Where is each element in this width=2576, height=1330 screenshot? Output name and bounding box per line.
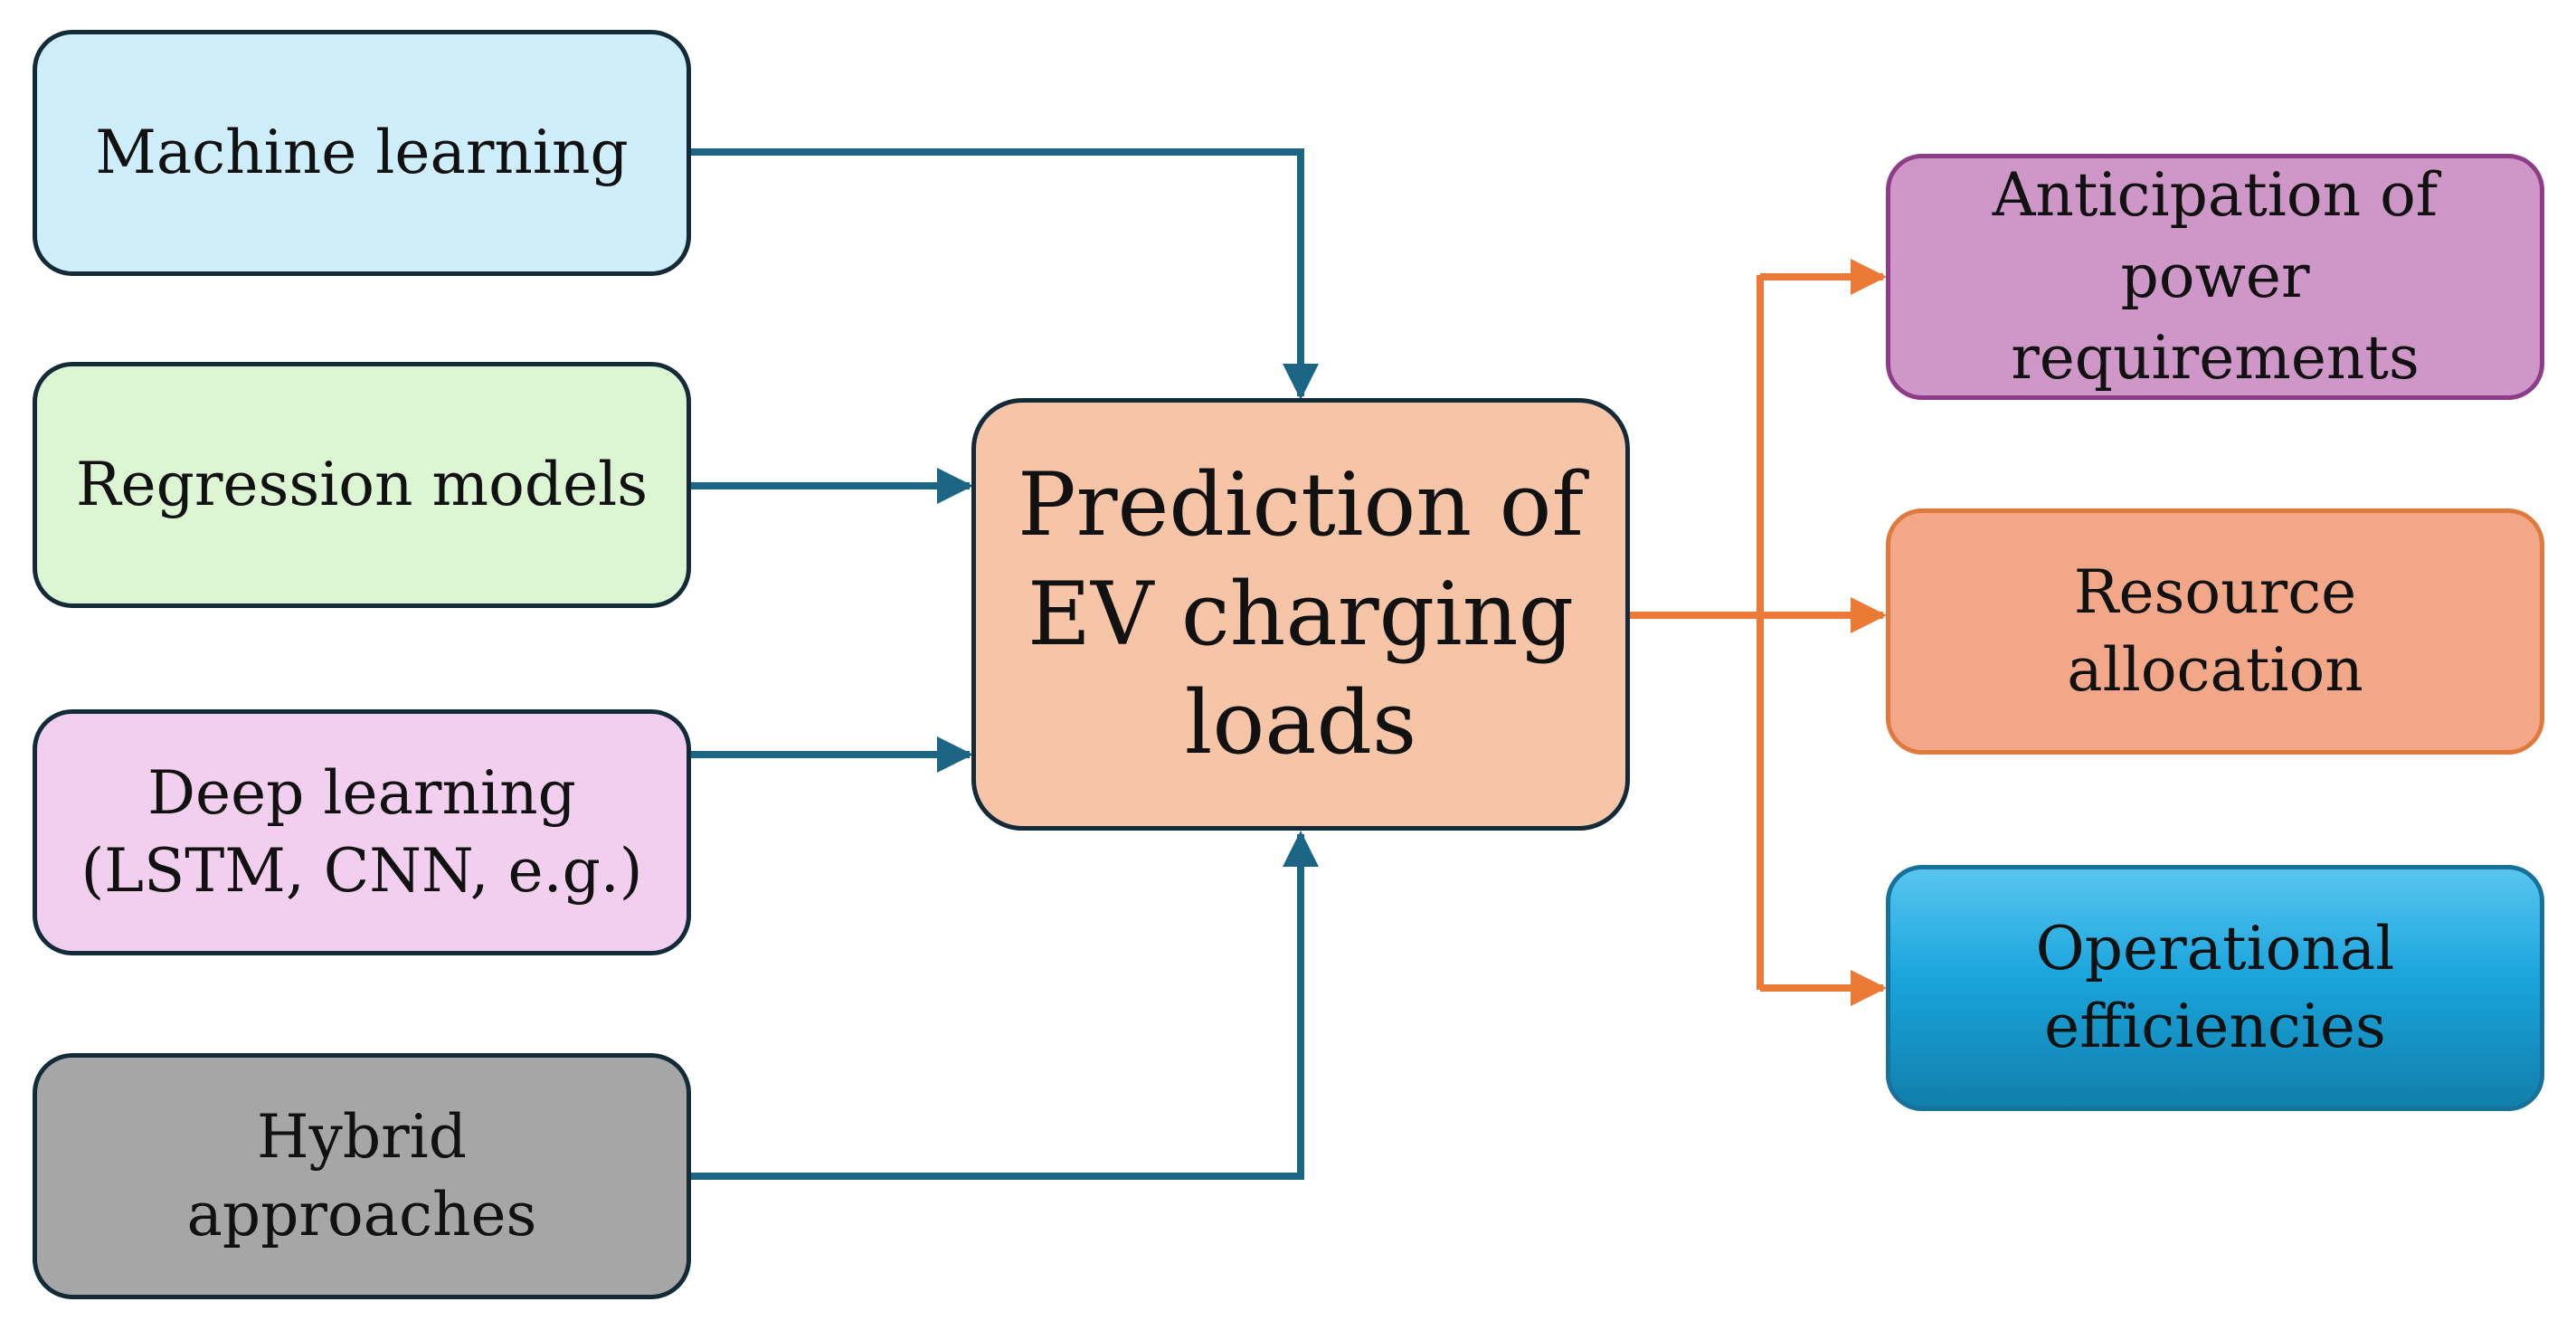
- prediction-label: Prediction of EV charging loads: [1018, 453, 1584, 774]
- edge-machine-learning-to-prediction: [691, 148, 1319, 400]
- anticipation-box: Anticipation of power requirements: [1886, 154, 2544, 400]
- deep-learning-label: Deep learning (LSTM, CNN, e.g.): [80, 758, 643, 906]
- hybrid-approaches-box: Hybrid approaches: [33, 1053, 691, 1299]
- machine-learning-box: Machine learning: [33, 30, 691, 276]
- resource-allocation-label: Resource allocation: [2067, 557, 2363, 705]
- hybrid-approaches-label: Hybrid approaches: [186, 1102, 537, 1249]
- regression-models-box: Regression models: [33, 362, 691, 608]
- prediction-box: Prediction of EV charging loads: [971, 398, 1630, 831]
- operational-efficiencies-box: Operational efficiencies: [1886, 865, 2544, 1111]
- deep-learning-box: Deep learning (LSTM, CNN, e.g.): [33, 709, 691, 955]
- resource-allocation-box: Resource allocation: [1886, 508, 2544, 755]
- operational-efficiencies-label: Operational efficiencies: [2035, 914, 2395, 1061]
- anticipation-label: Anticipation of power requirements: [1992, 160, 2439, 393]
- edge-hybrid-to-prediction: [691, 831, 1319, 1180]
- machine-learning-label: Machine learning: [95, 118, 629, 188]
- regression-models-label: Regression models: [75, 450, 649, 520]
